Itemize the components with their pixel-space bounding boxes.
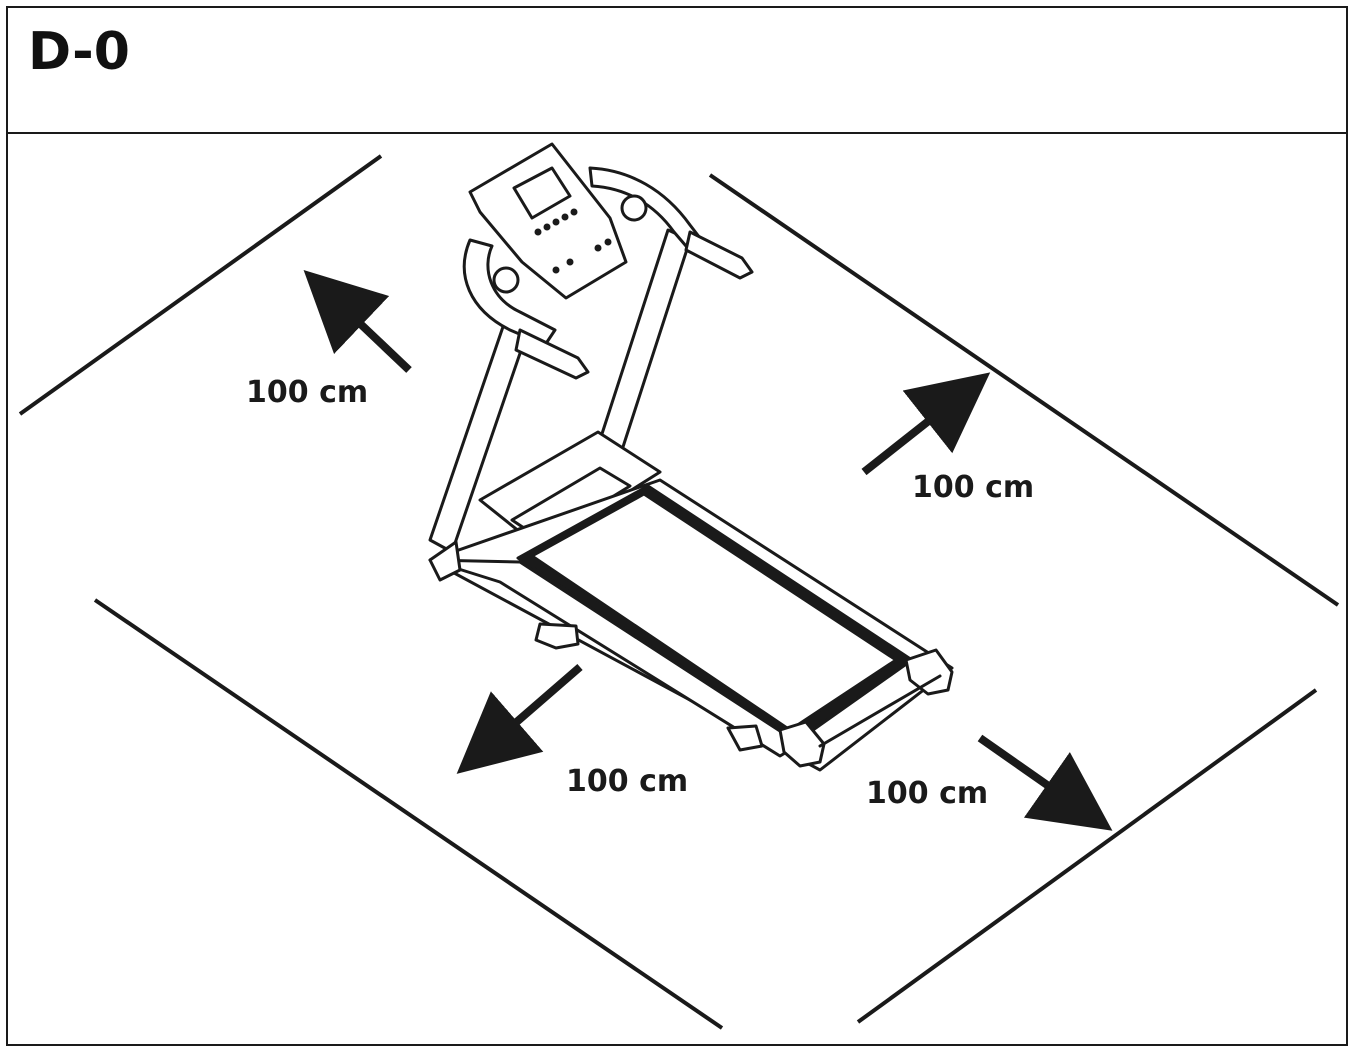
- rear-crossbar: [818, 674, 942, 748]
- speaker-right: [620, 194, 648, 222]
- arrow-icon: [977, 734, 1113, 831]
- step-code: D-0: [28, 22, 130, 82]
- clearance-label-front-left: 100 cm: [566, 764, 688, 799]
- boundary-line-back-right: [708, 173, 1340, 607]
- console-screen: [512, 166, 572, 220]
- clearance-label-back-right: 100 cm: [912, 470, 1034, 505]
- rear-end-cap-right: [904, 648, 954, 696]
- treadmill-illustration: [428, 142, 954, 772]
- left-handle-grip: [514, 328, 590, 380]
- clearance-label-back-left: 100 cm: [246, 375, 368, 410]
- arrow-icon: [861, 372, 991, 476]
- boundary-line-front-right: [856, 688, 1318, 1024]
- boundary-line-front-left: [93, 598, 724, 1030]
- right-handle-grip: [684, 230, 754, 280]
- rear-end-cap-left: [778, 720, 826, 768]
- boundary-line-back-left: [18, 154, 383, 416]
- header-bar: D-0: [8, 8, 1346, 134]
- arrow-icon: [456, 663, 583, 774]
- arrow-icon: [303, 269, 412, 373]
- console-buttons: [534, 208, 612, 274]
- front-foot: [428, 540, 462, 582]
- clearance-boundary: [18, 154, 1340, 1030]
- handlebar-frame: [462, 238, 557, 347]
- clearance-arrows: [303, 269, 1113, 831]
- clearance-label-front-right: 100 cm: [866, 776, 988, 811]
- fold-hinge: [726, 724, 764, 752]
- speaker-left: [492, 266, 520, 294]
- running-belt-center: [530, 492, 898, 732]
- front-wheel-housing: [534, 622, 580, 650]
- console-housing: [468, 142, 628, 300]
